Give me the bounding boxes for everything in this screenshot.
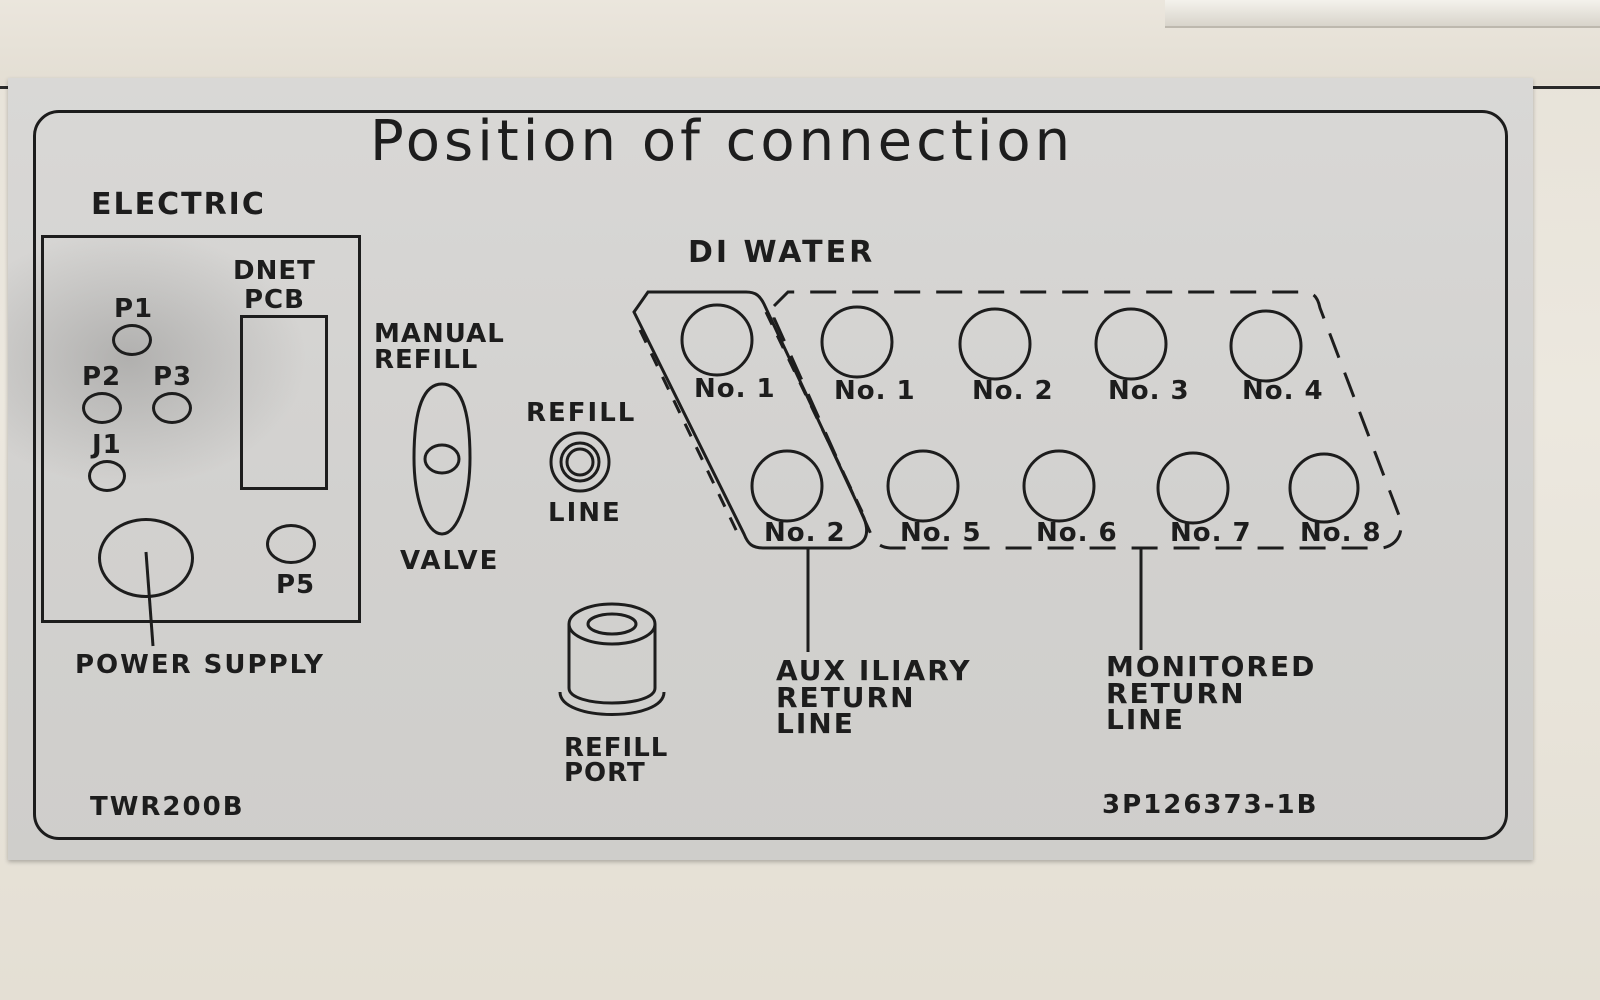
monitored-port-6: [1022, 449, 1096, 523]
monitored-port-3: [1094, 307, 1168, 381]
monitored-port-7: [1156, 451, 1230, 525]
pcb-label: PCB: [244, 285, 305, 315]
monitored-port-2-label: No. 2: [972, 376, 1054, 406]
monitored-port-6-label: No. 6: [1036, 518, 1118, 548]
monitored-port-4-label: No. 4: [1242, 376, 1324, 406]
p2-connector: [82, 392, 122, 424]
p3-connector: [152, 392, 192, 424]
monitored-port-5-label: No. 5: [900, 518, 982, 548]
aux-port-1: [680, 303, 754, 377]
page-title: Position of connection: [370, 109, 1075, 174]
monitored-port-1: [820, 305, 894, 379]
p1-label: P1: [114, 294, 154, 324]
monitored-port-7-label: No. 7: [1170, 518, 1252, 548]
manual-refill-label: MANUAL REFILL: [374, 319, 505, 375]
monitored-port-2: [958, 307, 1032, 381]
valve-label: VALVE: [400, 546, 500, 576]
refill-line-top-label: REFILL: [526, 398, 637, 428]
monitored-port-8: [1288, 452, 1360, 524]
monitored-port-3-label: No. 3: [1108, 376, 1190, 406]
p5-label: P5: [276, 570, 316, 600]
connection-label-plate: Position of connection ELECTRIC DNET PCB…: [8, 78, 1533, 860]
j1-connector: [88, 460, 126, 492]
aux-port-1-label: No. 1: [694, 374, 776, 404]
monitored-port-1-label: No. 1: [834, 376, 916, 406]
auxiliary-return-line-label: AUX ILIARY RETURN LINE: [776, 654, 972, 741]
j1-label: J1: [92, 430, 122, 460]
dnet-pcb-connector: [240, 315, 328, 490]
auxiliary-port-group: [632, 290, 869, 550]
p2-label: P2: [82, 362, 122, 392]
monitored-port-group: [772, 290, 1403, 550]
power-supply-connector: [98, 518, 194, 598]
monitored-port-8-label: No. 8: [1300, 518, 1382, 548]
refill-port: [567, 602, 657, 646]
label-border: [33, 110, 1508, 840]
refill-line-fitting-outer: [549, 431, 611, 493]
cabinet-trim: [1165, 0, 1600, 28]
aux-port-2: [750, 449, 824, 523]
monitored-return-line-label: MONITORED RETURN LINE: [1106, 650, 1317, 737]
manual-refill-valve: [412, 382, 472, 536]
di-water-heading: DI WATER: [688, 235, 876, 270]
refill-port-label: REFILL PORT: [564, 733, 669, 788]
p1-connector: [112, 324, 152, 356]
electric-panel: [41, 235, 361, 623]
valve-knob: [423, 443, 461, 475]
connection-diagram-lines: [144, 290, 1403, 716]
refill-line-bottom-label: LINE: [548, 498, 622, 528]
power-supply-label: POWER SUPPLY: [75, 650, 325, 680]
electric-heading: ELECTRIC: [91, 187, 266, 222]
p5-connector: [266, 524, 316, 564]
part-number: 3P126373-1B: [1102, 790, 1319, 820]
power-supply-leader: [144, 551, 155, 647]
aux-port-2-label: No. 2: [764, 518, 846, 548]
model-number: TWR200B: [90, 792, 245, 822]
dnet-label: DNET: [233, 256, 316, 286]
p3-label: P3: [153, 362, 193, 392]
monitored-port-4: [1229, 309, 1303, 383]
monitored-port-5: [886, 449, 960, 523]
